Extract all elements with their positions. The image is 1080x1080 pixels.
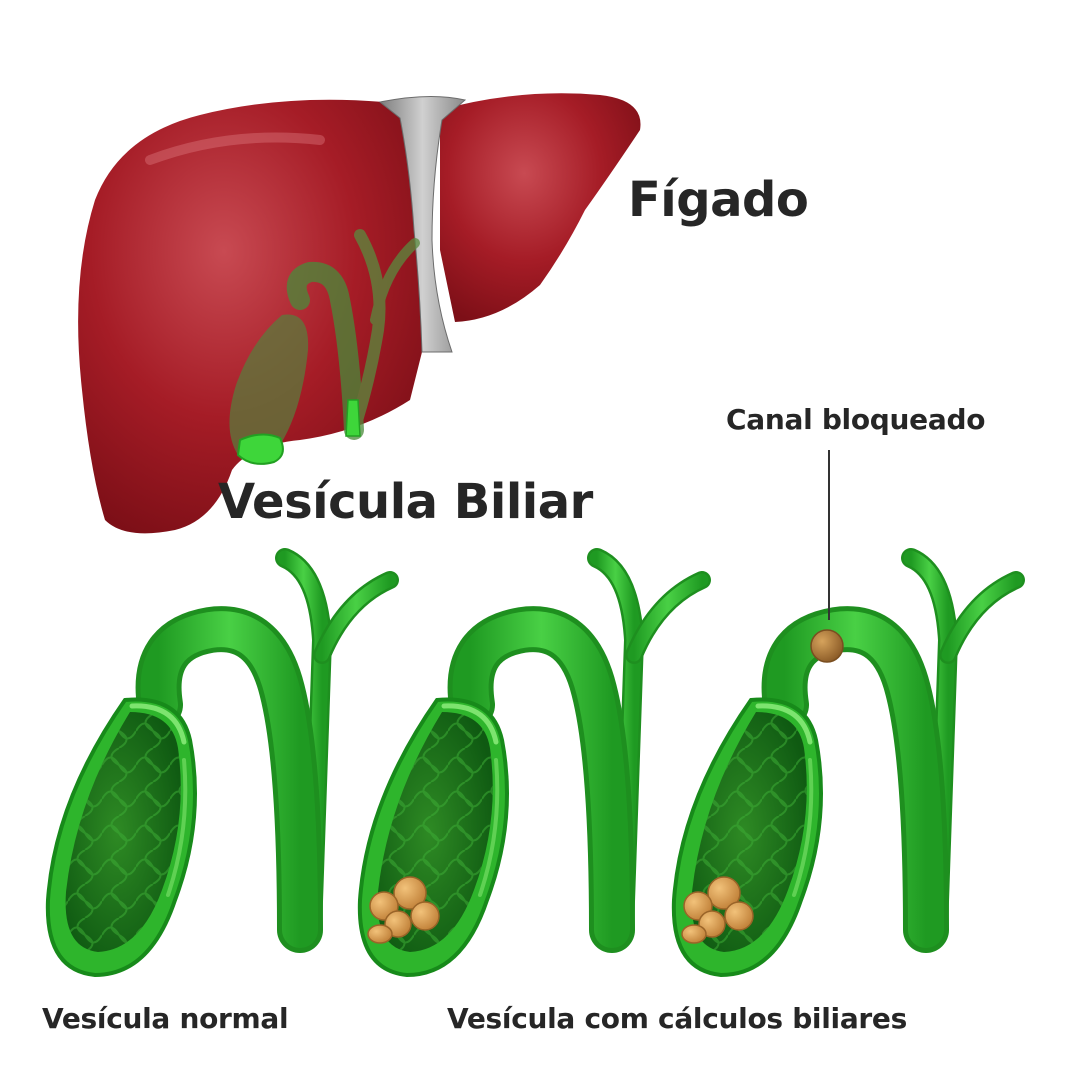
label-gallbladder: Vesícula Biliar xyxy=(218,474,593,530)
label-normal: Vesícula normal xyxy=(42,1002,289,1035)
common-bile-duct-tip xyxy=(345,399,361,437)
gallbladder-with-stones xyxy=(360,558,702,975)
blockage-stone xyxy=(810,629,844,663)
gallbladder-normal xyxy=(48,558,390,975)
liver-right-lobe xyxy=(440,93,641,322)
falciform-ligament xyxy=(378,95,467,353)
gallbladder-in-liver xyxy=(229,229,420,461)
liver xyxy=(78,93,641,534)
label-with-stones: Vesícula com cálculos biliares xyxy=(447,1002,907,1035)
liver-left-lobe xyxy=(78,99,426,534)
label-blocked-duct: Canal bloqueado xyxy=(726,403,986,436)
label-liver: Fígado xyxy=(628,172,809,228)
gallbladder-fundus xyxy=(236,433,284,465)
gallbladder-blocked xyxy=(674,558,1016,975)
